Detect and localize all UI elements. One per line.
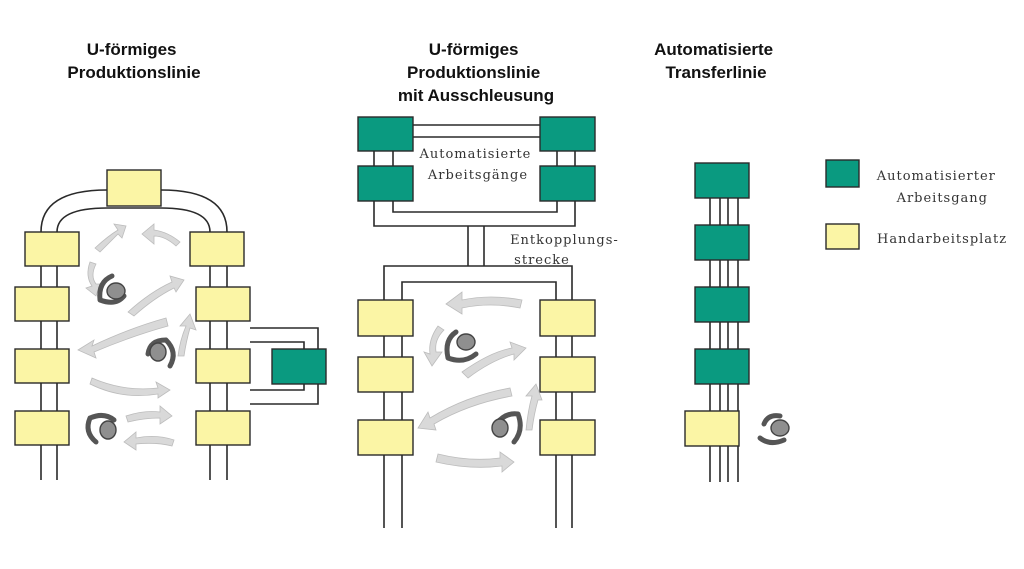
title-u-line-out-2: Produktionslinie bbox=[407, 63, 540, 82]
hand-workstation bbox=[14, 348, 70, 384]
automated-station bbox=[694, 348, 750, 385]
flow-arrow-icon bbox=[177, 313, 197, 357]
hand-workstation bbox=[357, 419, 414, 456]
worker-icon bbox=[145, 337, 176, 369]
hand-workstation bbox=[14, 410, 70, 446]
title-u-line: U-förmiges Produktionslinie bbox=[67, 40, 200, 82]
label-decoupling: Entkopplungs- strecke bbox=[510, 233, 624, 268]
automated-station bbox=[694, 286, 750, 323]
flow-arrow-icon bbox=[127, 275, 185, 317]
worker-icon bbox=[97, 273, 127, 305]
title-u-line-1: U-förmiges bbox=[87, 40, 177, 59]
hand-workstation bbox=[539, 356, 596, 393]
legend-label-automated-1: Automatisierter bbox=[876, 169, 996, 184]
automated-station bbox=[357, 165, 414, 202]
label-decoupling-2: strecke bbox=[514, 253, 570, 268]
legend-label-automated: Automatisierter Arbeitsgang bbox=[876, 169, 1001, 206]
automated-station bbox=[357, 116, 414, 152]
automated-station bbox=[694, 162, 750, 199]
flow-arrow-icon bbox=[141, 223, 181, 247]
title-u-line-out-3: mit Ausschleusung bbox=[398, 86, 554, 105]
hand-workstation bbox=[195, 348, 251, 384]
legend-swatch-automated bbox=[825, 159, 860, 188]
title-transfer: Automatisierte Transferlinie bbox=[654, 40, 778, 82]
flow-arrow-icon bbox=[94, 223, 127, 253]
legend-label-manual-1: Handarbeitsplatz bbox=[877, 232, 1007, 247]
worker-icon bbox=[444, 329, 479, 363]
automated-station bbox=[271, 348, 327, 385]
label-automated-operations-1: Automatisierte bbox=[418, 147, 531, 162]
hand-workstation bbox=[684, 410, 740, 447]
label-automated-operations-2: Arbeitsgänge bbox=[427, 168, 528, 183]
title-u-line-2: Produktionslinie bbox=[67, 63, 200, 82]
flow-arrow-icon bbox=[89, 377, 171, 399]
flow-arrow-icon bbox=[123, 431, 175, 451]
automated-station bbox=[694, 224, 750, 261]
legend-label-automated-2: Arbeitsgang bbox=[896, 191, 988, 206]
label-automated-operations: Automatisierte Arbeitsgänge bbox=[418, 147, 536, 183]
diagram-u-line bbox=[14, 169, 327, 480]
flow-arrow-icon bbox=[461, 341, 527, 379]
worker-icon bbox=[757, 413, 790, 446]
automated-station bbox=[539, 116, 596, 152]
automated-station bbox=[539, 165, 596, 202]
flow-arrow-icon bbox=[417, 387, 513, 431]
hand-workstation bbox=[14, 286, 70, 322]
title-transfer-1: Automatisierte bbox=[654, 40, 773, 59]
hand-workstation bbox=[539, 299, 596, 337]
hand-workstation bbox=[357, 299, 414, 337]
flow-arrow-icon bbox=[77, 317, 169, 359]
legend-label-manual: Handarbeitsplatz bbox=[877, 232, 1007, 247]
flow-arrow-icon bbox=[423, 325, 445, 367]
hand-workstation bbox=[24, 231, 80, 267]
flow-arrow-icon bbox=[435, 451, 515, 473]
diagram-transfer-line bbox=[684, 162, 790, 482]
title-transfer-2: Transferlinie bbox=[665, 63, 766, 82]
title-u-line-out: U-förmiges Produktionslinie mit Ausschle… bbox=[398, 40, 554, 105]
flow-arrow-icon bbox=[445, 291, 523, 315]
worker-icon bbox=[491, 411, 523, 445]
title-u-line-out-1: U-förmiges bbox=[429, 40, 519, 59]
hand-workstation bbox=[106, 169, 162, 207]
hand-workstation bbox=[195, 410, 251, 446]
hand-workstation bbox=[539, 419, 596, 456]
hand-workstation bbox=[195, 286, 251, 322]
legend-swatch-manual bbox=[825, 223, 860, 250]
hand-workstation bbox=[357, 356, 414, 393]
legend: Automatisierter Arbeitsgang Handarbeitsp… bbox=[825, 159, 1007, 250]
worker-icon bbox=[85, 412, 117, 445]
label-decoupling-1: Entkopplungs- bbox=[510, 233, 619, 248]
diagram-u-line-out: Automatisierte Arbeitsgänge Entkopplungs… bbox=[357, 116, 624, 528]
flow-arrow-icon bbox=[525, 383, 543, 431]
flow-arrow-icon bbox=[125, 405, 173, 425]
hand-workstation bbox=[189, 231, 245, 267]
